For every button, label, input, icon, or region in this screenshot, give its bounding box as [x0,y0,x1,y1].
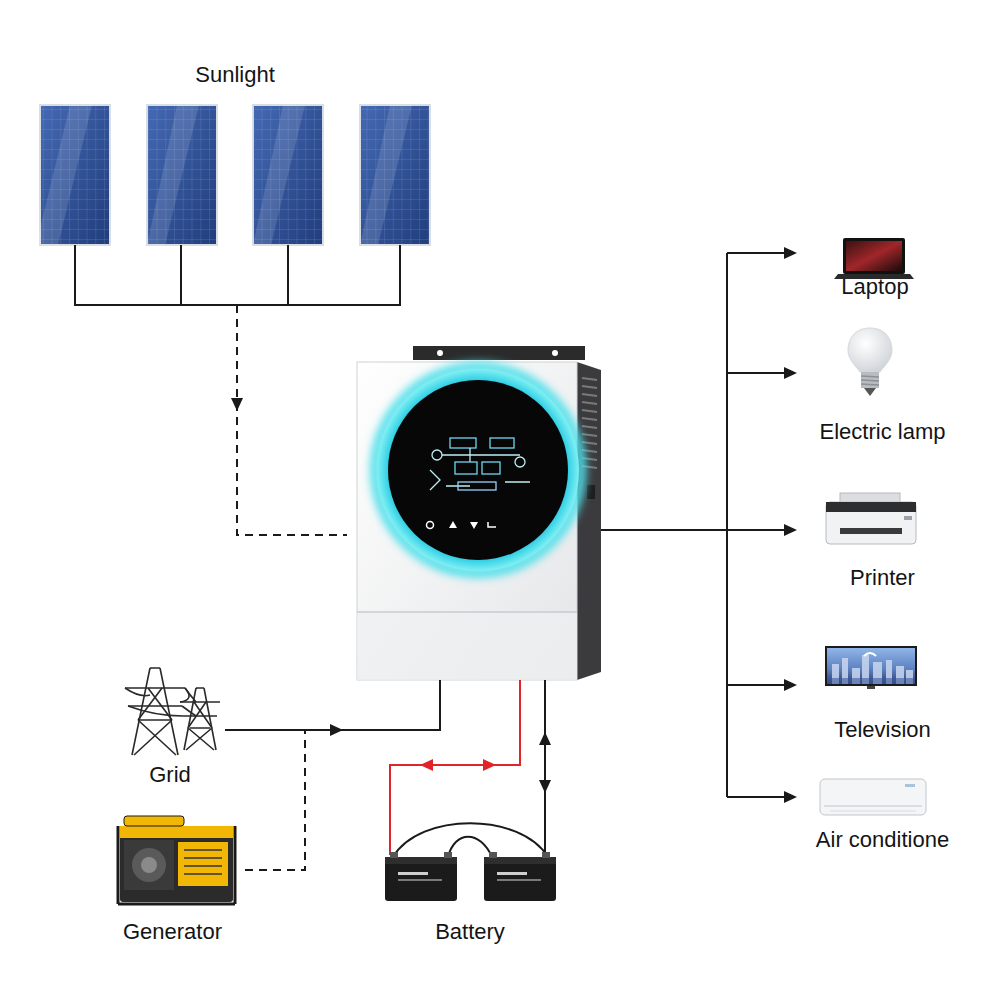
device-label: Laptop [841,274,908,300]
lcd-graphics [430,438,530,490]
battery-bank [385,823,556,901]
device-node: Generator [100,810,245,945]
device-node: Television [800,640,965,743]
flow-arrowhead [231,398,243,411]
tv-illustration [825,646,917,689]
device-label: Grid [149,762,191,788]
device-node: Grid [110,650,230,788]
device-label: Sunlight [195,62,275,88]
device-label: Electric lamp [820,419,946,445]
ac-illustration [820,779,926,815]
generator-illustration [118,816,235,904]
device-label: Air conditione [816,827,949,853]
solar-panels [36,105,430,245]
printer-illustration [826,493,916,544]
lamp-illustration [848,328,892,396]
grid-towers [125,668,220,755]
device-label: Battery [435,919,505,945]
battery-wiring [390,680,545,855]
device-node: Battery [375,845,565,945]
device-node: Sunlight [30,62,440,252]
laptop-illustration [834,238,914,279]
device-node: Laptop [815,232,935,300]
hybrid-inverter [357,346,601,680]
flow-arrowhead [330,724,343,736]
load-arrowheads [784,247,797,803]
battery-arrowheads [420,732,551,793]
load-wiring [601,253,788,797]
device-node: Electric lamp [800,324,965,445]
device-label: Generator [123,919,222,945]
panel-wiring [74,245,401,535]
device-node: Printer [810,488,955,591]
device-label: Television [834,717,931,743]
device-node: Air conditione [795,772,970,853]
device-label: Printer [850,565,915,591]
